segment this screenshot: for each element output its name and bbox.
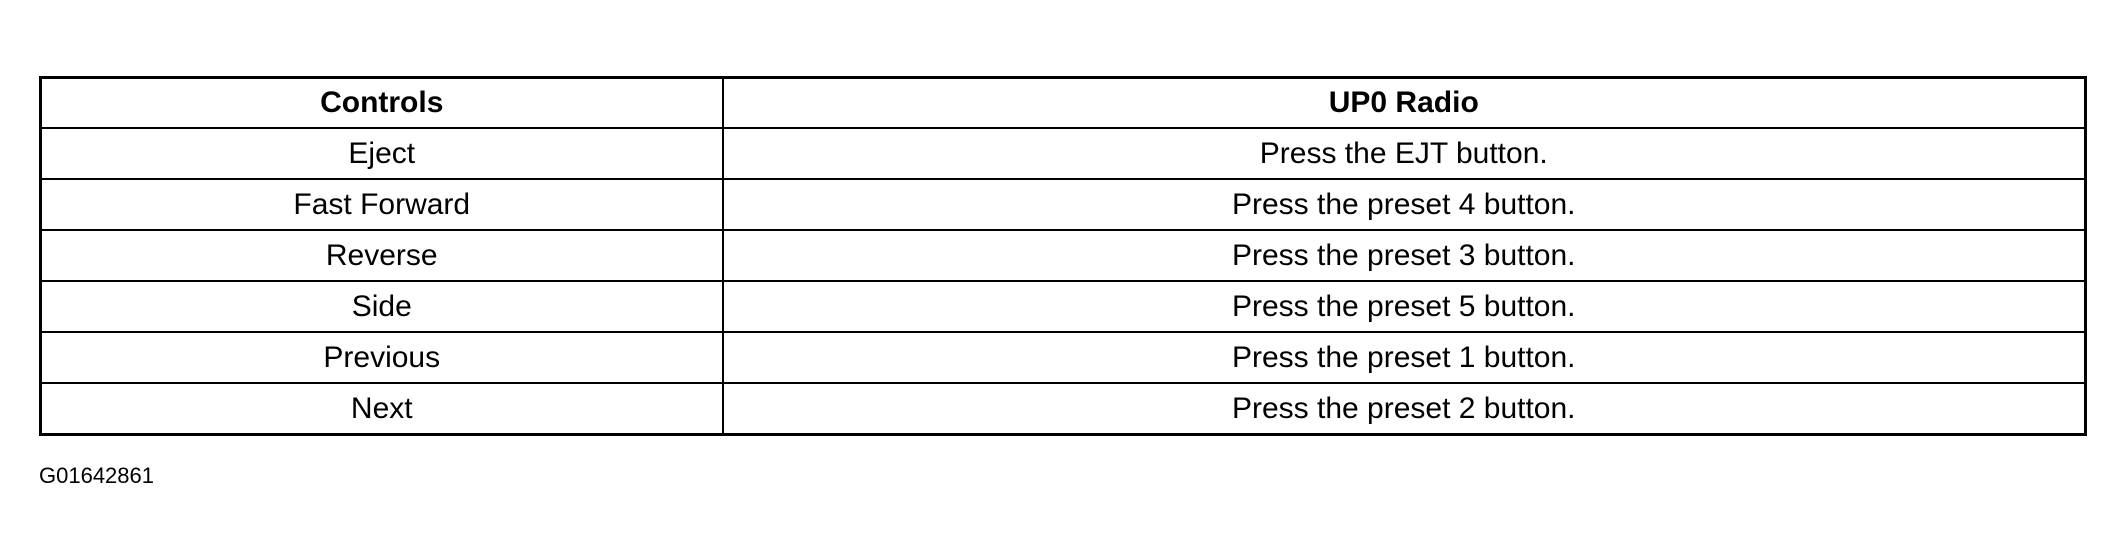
control-instruction: Press the preset 4 button. [721,178,2087,231]
table-row: Side Press the preset 5 button. [39,280,2087,333]
control-name: Reverse [39,229,724,282]
control-name: Fast Forward [39,178,724,231]
control-name: Side [39,280,724,333]
control-instruction: Press the preset 3 button. [721,229,2087,282]
control-instruction: Press the EJT button. [721,127,2087,180]
header-up0-radio: UP0 Radio [721,76,2087,129]
table-row: Fast Forward Press the preset 4 button. [39,178,2087,231]
control-instruction: Press the preset 1 button. [721,331,2087,384]
table-row: Eject Press the EJT button. [39,127,2087,180]
control-name: Previous [39,331,724,384]
table-row: Next Press the preset 2 button. [39,382,2087,436]
table-row: Reverse Press the preset 3 button. [39,229,2087,282]
control-instruction: Press the preset 2 button. [721,382,2087,436]
control-instruction: Press the preset 5 button. [721,280,2087,333]
figure-id: G01642861 [39,463,154,488]
table-header-row: Controls UP0 Radio [39,76,2087,129]
header-controls: Controls [39,76,724,129]
control-name: Next [39,382,724,436]
controls-table: Controls UP0 Radio Eject Press the EJT b… [39,76,2087,436]
control-name: Eject [39,127,724,180]
table-row: Previous Press the preset 1 button. [39,331,2087,384]
